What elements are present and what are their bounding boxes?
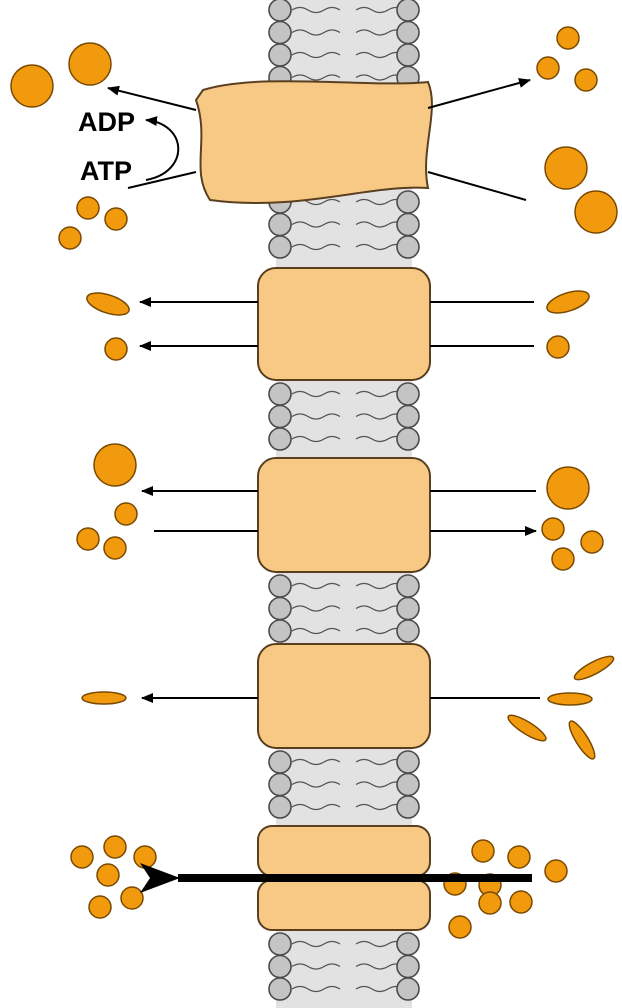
symport-panel bbox=[84, 268, 591, 380]
pump-arrow-in-right bbox=[428, 172, 526, 200]
molecule-ellipse bbox=[565, 718, 598, 762]
channel-protein-bottom bbox=[258, 880, 430, 930]
lipid-head bbox=[397, 978, 419, 1000]
molecule-large bbox=[11, 65, 53, 107]
lipid-head bbox=[397, 428, 419, 450]
molecule-small bbox=[479, 892, 501, 914]
lipid-head bbox=[269, 575, 291, 597]
lipid-head bbox=[269, 428, 291, 450]
lipid-head bbox=[269, 383, 291, 405]
lipid-head bbox=[397, 575, 419, 597]
molecule-small bbox=[105, 208, 127, 230]
molecule-small bbox=[89, 896, 111, 918]
channel-panel bbox=[71, 826, 567, 938]
lipid-head bbox=[397, 191, 419, 213]
atp-to-adp-curved-arrow bbox=[146, 120, 178, 180]
lipid-head bbox=[397, 383, 419, 405]
molecule-large bbox=[575, 191, 617, 233]
adp-label: ADP bbox=[78, 107, 135, 137]
molecule-ellipse bbox=[572, 652, 616, 683]
lipid-head bbox=[269, 44, 291, 66]
lipid-head bbox=[269, 236, 291, 258]
molecule-ellipse bbox=[544, 287, 591, 318]
lipid-head bbox=[397, 774, 419, 796]
antiport-panel bbox=[77, 444, 603, 572]
molecule-large bbox=[69, 43, 111, 85]
lipid-head bbox=[397, 796, 419, 818]
lipid-head bbox=[397, 0, 419, 21]
molecule-small bbox=[105, 338, 127, 360]
lipid-head bbox=[397, 236, 419, 258]
pump-arrow-out-right bbox=[428, 80, 530, 108]
lipid-head bbox=[397, 933, 419, 955]
atp-label: ATP bbox=[80, 156, 132, 186]
molecule-ellipse bbox=[82, 692, 126, 704]
molecule-small bbox=[557, 27, 579, 49]
molecule-large bbox=[547, 467, 589, 509]
lipid-head bbox=[269, 774, 291, 796]
molecule-small bbox=[104, 537, 126, 559]
lipid-head bbox=[269, 22, 291, 44]
lipid-head bbox=[269, 406, 291, 428]
antiport-protein bbox=[258, 458, 430, 572]
molecule-ellipse bbox=[84, 289, 131, 320]
lipid-head bbox=[397, 406, 419, 428]
molecule-small bbox=[552, 548, 574, 570]
molecule-small bbox=[449, 916, 471, 938]
lipid-head bbox=[269, 933, 291, 955]
molecule-small bbox=[134, 846, 156, 868]
lipid-head bbox=[269, 0, 291, 21]
lipid-head bbox=[397, 44, 419, 66]
molecule-large bbox=[94, 444, 136, 486]
molecule-small bbox=[77, 528, 99, 550]
molecule-ellipse bbox=[505, 711, 549, 744]
lipid-head bbox=[269, 620, 291, 642]
molecule-small bbox=[508, 846, 530, 868]
molecule-small bbox=[97, 864, 119, 886]
molecule-small bbox=[575, 69, 597, 91]
uniport-panel bbox=[82, 644, 616, 762]
molecule-ellipse bbox=[548, 693, 592, 705]
lipid-head bbox=[397, 598, 419, 620]
molecule-small bbox=[71, 846, 93, 868]
lipid-head bbox=[269, 751, 291, 773]
lipid-head bbox=[397, 620, 419, 642]
molecule-small bbox=[472, 840, 494, 862]
molecule-small bbox=[510, 891, 532, 913]
molecule-small bbox=[59, 227, 81, 249]
molecule-small bbox=[547, 336, 569, 358]
symport-protein bbox=[258, 268, 430, 380]
atp-pump-protein bbox=[196, 81, 432, 203]
lipid-head bbox=[397, 956, 419, 978]
molecule-small bbox=[104, 836, 126, 858]
molecule-small bbox=[542, 518, 564, 540]
uniport-protein bbox=[258, 644, 430, 748]
lipid-head bbox=[269, 956, 291, 978]
lipid-head bbox=[269, 978, 291, 1000]
molecule-small bbox=[581, 531, 603, 553]
lipid-head bbox=[397, 751, 419, 773]
channel-protein-top bbox=[258, 826, 430, 876]
lipid-head bbox=[397, 22, 419, 44]
lipid-head bbox=[269, 598, 291, 620]
molecule-small bbox=[121, 887, 143, 909]
molecule-small bbox=[77, 197, 99, 219]
molecule-small bbox=[545, 860, 567, 882]
molecule-small bbox=[115, 503, 137, 525]
molecule-small bbox=[537, 57, 559, 79]
lipid-head bbox=[269, 796, 291, 818]
molecule-large bbox=[545, 147, 587, 189]
lipid-head bbox=[269, 214, 291, 236]
lipid-head bbox=[397, 214, 419, 236]
